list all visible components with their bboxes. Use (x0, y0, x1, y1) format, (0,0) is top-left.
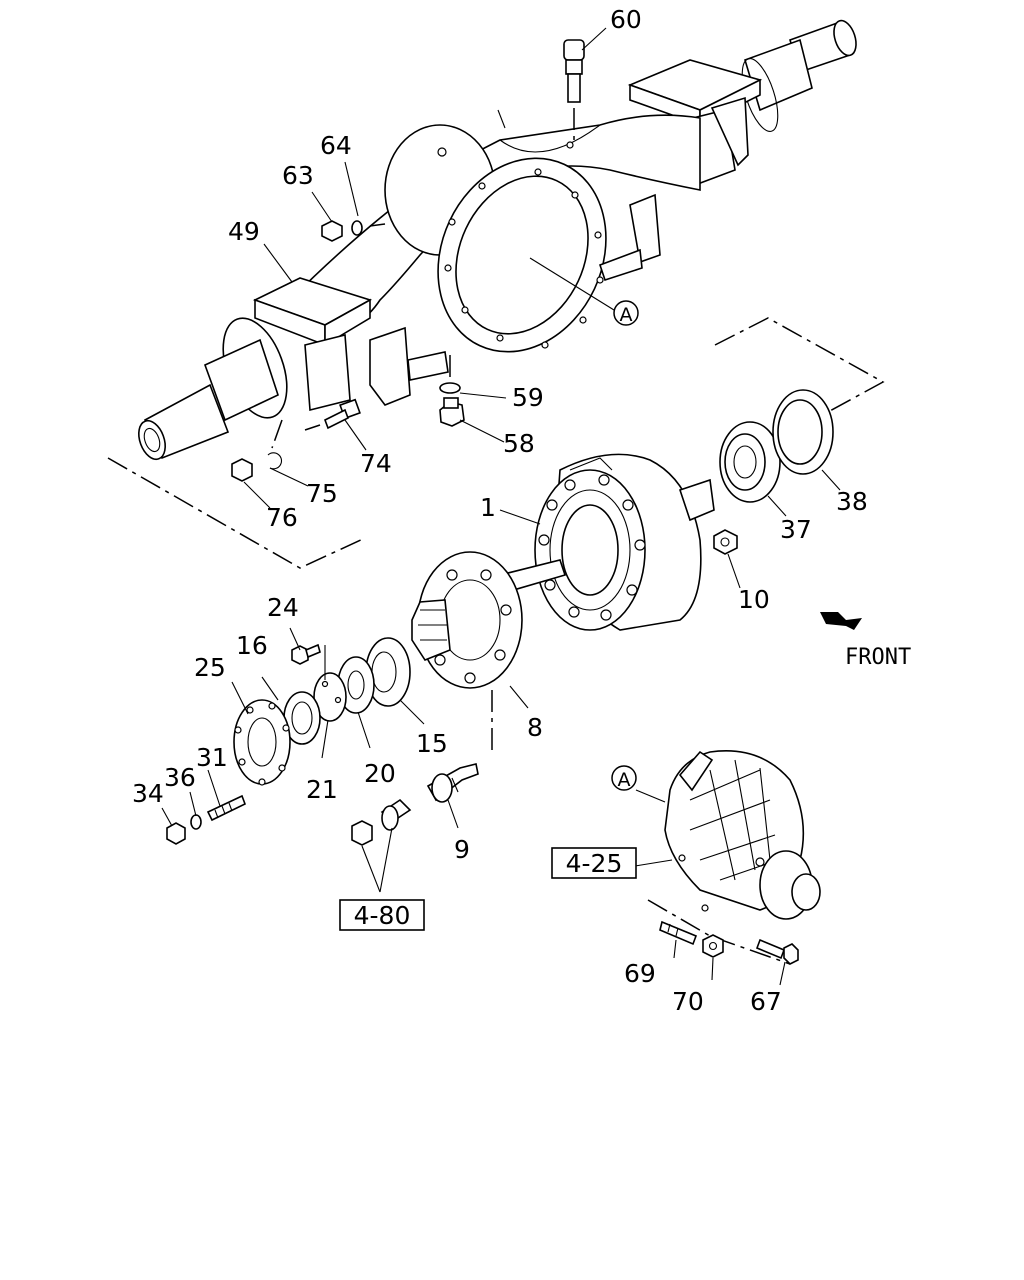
leader-lines (161, 27, 841, 986)
label-part-10: 10 (738, 585, 770, 614)
label-part-9: 9 (454, 835, 470, 864)
part-number-labels: 60 64 63 49 59 58 74 75 76 1 37 38 10 24… (132, 5, 868, 1016)
axle-spindle-right (741, 19, 857, 132)
axle-housing (138, 19, 857, 461)
part-63-nut (321, 220, 343, 242)
svg-text:A: A (620, 304, 633, 326)
part-36-washer (190, 814, 202, 830)
part-60-bolt (563, 39, 585, 140)
bracket-left (369, 326, 411, 406)
svg-text:4-25: 4-25 (566, 849, 623, 878)
label-part-15: 15 (416, 729, 448, 758)
label-part-16: 16 (236, 631, 268, 660)
part-58-plug (439, 397, 465, 427)
label-part-67: 67 (750, 987, 782, 1016)
part-74-bolt (304, 398, 361, 431)
reference-4-80[interactable]: 4-80 (339, 899, 425, 931)
label-part-58: 58 (503, 429, 535, 458)
label-part-1: 1 (480, 493, 496, 522)
axle-spindle-left (138, 317, 288, 461)
part-25-plate (233, 699, 291, 786)
label-part-37: 37 (780, 515, 812, 544)
svg-text:A: A (618, 769, 631, 791)
part-70-nut (702, 934, 724, 958)
part-15-bearing (365, 637, 411, 707)
carrier-bolt-holes (538, 474, 646, 621)
label-part-8: 8 (527, 713, 543, 742)
label-part-38: 38 (836, 487, 868, 516)
label-part-75: 75 (306, 479, 338, 508)
label-part-31: 31 (196, 743, 228, 772)
label-part-76: 76 (266, 503, 298, 532)
label-part-20: 20 (364, 759, 396, 788)
label-part-59: 59 (512, 383, 544, 412)
banjo-bolt-holes (444, 168, 604, 349)
svg-text:4-80: 4-80 (354, 901, 411, 930)
part-37-bearing (719, 421, 781, 503)
label-part-70: 70 (672, 987, 704, 1016)
part-21-cover (313, 645, 347, 722)
part-64-washer (351, 220, 386, 236)
label-part-25: 25 (194, 653, 226, 682)
label-part-63: 63 (282, 161, 314, 190)
label-part-69: 69 (624, 959, 656, 988)
label-part-60: 60 (610, 5, 642, 34)
label-part-34: 34 (132, 779, 164, 808)
label-part-36: 36 (164, 763, 196, 792)
spring-seat-left (252, 277, 373, 412)
label-part-74: 74 (360, 449, 392, 478)
label-part-64: 64 (320, 131, 352, 160)
callout-a-top: A (613, 300, 639, 326)
reference-4-25[interactable]: 4-25 (551, 847, 637, 879)
part-38-seal (772, 389, 834, 475)
part-69-stud (659, 920, 698, 946)
bracket-right (629, 193, 661, 264)
differential-assembly (664, 750, 821, 920)
part-24-bolt (291, 643, 321, 665)
part-4-80-fittings (351, 798, 412, 846)
part-67-bolt (755, 938, 799, 965)
front-direction-label: FRONT (845, 645, 911, 670)
label-part-21: 21 (306, 775, 338, 804)
front-arrow-icon (820, 612, 862, 630)
part-8-hub (411, 551, 523, 755)
part-59-washer (439, 355, 461, 394)
part-75-ring (267, 419, 283, 470)
label-part-49: 49 (228, 217, 260, 246)
label-part-24: 24 (267, 593, 299, 622)
part-76-nut (231, 458, 253, 482)
part-10-nut (713, 529, 738, 555)
part-34-nut (166, 822, 186, 845)
part-9-plug (426, 763, 479, 803)
part-31-stud (206, 794, 247, 822)
callout-a-bottom: A (611, 765, 637, 791)
